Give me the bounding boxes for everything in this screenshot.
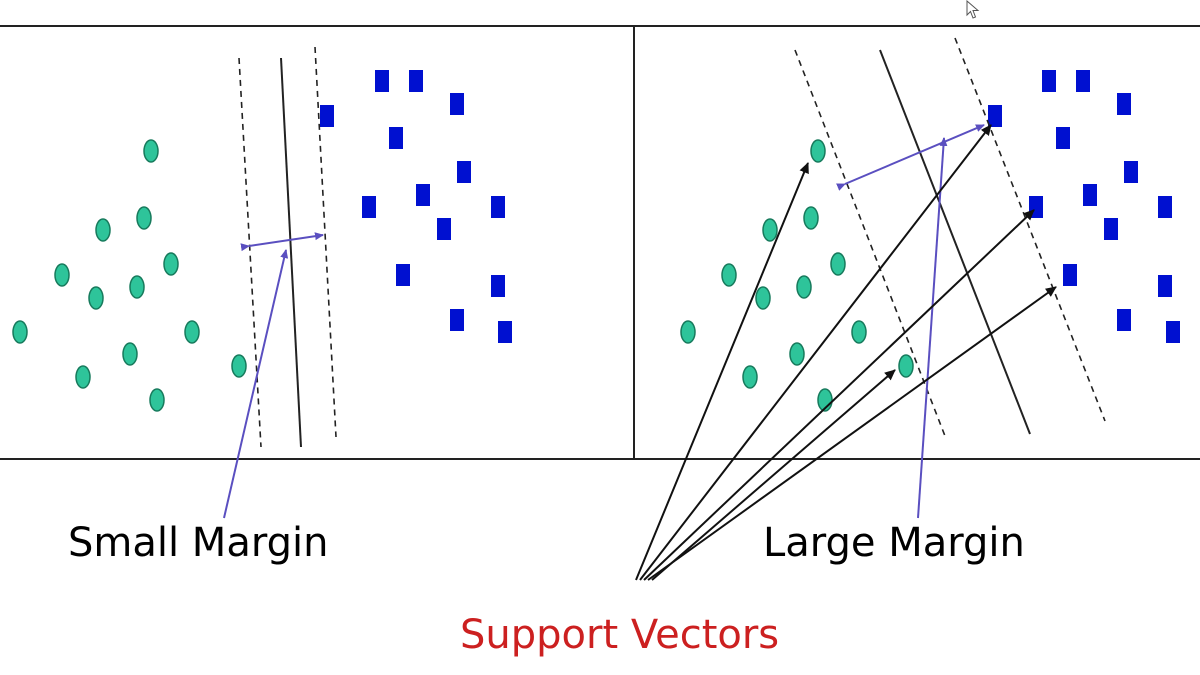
data-point-circle xyxy=(231,354,247,378)
data-point-circle xyxy=(95,218,111,242)
data-point-circle xyxy=(54,263,70,287)
right-panel xyxy=(680,37,1180,519)
data-point-square xyxy=(1083,184,1097,206)
support-vector-arrow xyxy=(651,369,896,581)
data-point-square xyxy=(375,70,389,92)
left-margin-line-1 xyxy=(238,57,262,448)
right-margin-line-2 xyxy=(954,37,1106,422)
data-point-square xyxy=(1158,275,1172,297)
data-point-circle xyxy=(742,365,758,389)
data-point-square xyxy=(457,161,471,183)
support-vector-arrow xyxy=(635,162,809,581)
right-square-class xyxy=(988,70,1180,343)
support-vector-arrows xyxy=(635,124,1057,581)
data-point-circle xyxy=(810,139,826,163)
data-point-circle xyxy=(851,320,867,344)
data-point-circle xyxy=(129,275,145,299)
data-point-square xyxy=(450,93,464,115)
left-margin-arrow xyxy=(240,232,324,252)
small-margin-pointer xyxy=(223,249,289,519)
support-vectors-label: Support Vectors xyxy=(460,612,780,658)
left-panel xyxy=(12,46,512,519)
data-point-square xyxy=(409,70,423,92)
support-vector-arrow xyxy=(639,124,992,581)
right-margin-line-1 xyxy=(794,49,946,437)
large-margin-pointer xyxy=(917,137,948,519)
data-point-square xyxy=(389,127,403,149)
large-margin-label: Large Margin xyxy=(763,520,1025,566)
data-point-circle xyxy=(796,275,812,299)
data-point-circle xyxy=(762,218,778,242)
data-point-square xyxy=(1124,161,1138,183)
data-point-circle xyxy=(830,252,846,276)
data-point-square xyxy=(450,309,464,331)
data-point-square xyxy=(1104,218,1118,240)
data-point-circle xyxy=(12,320,28,344)
data-point-square xyxy=(1029,196,1043,218)
data-point-circle xyxy=(163,252,179,276)
data-point-circle xyxy=(898,354,914,378)
data-point-circle xyxy=(136,206,152,230)
support-vector-arrow xyxy=(647,286,1057,581)
right-circle-class xyxy=(680,139,914,412)
data-point-square xyxy=(1117,309,1131,331)
data-point-circle xyxy=(721,263,737,287)
data-point-square xyxy=(1166,321,1180,343)
data-point-circle xyxy=(184,320,200,344)
data-point-square xyxy=(320,105,334,127)
small-margin-label: Small Margin xyxy=(68,520,329,566)
data-point-circle xyxy=(88,286,104,310)
data-point-circle xyxy=(149,388,165,412)
data-point-square xyxy=(988,105,1002,127)
data-point-square xyxy=(498,321,512,343)
data-point-circle xyxy=(680,320,696,344)
data-point-circle xyxy=(803,206,819,230)
data-point-circle xyxy=(143,139,159,163)
right-margin-arrow xyxy=(836,124,985,191)
data-point-square xyxy=(416,184,430,206)
mouse-cursor-icon xyxy=(966,0,980,19)
data-point-square xyxy=(1076,70,1090,92)
data-point-circle xyxy=(789,342,805,366)
right-decision-boundary xyxy=(879,49,1031,435)
data-point-square xyxy=(491,275,505,297)
data-point-circle xyxy=(75,365,91,389)
data-point-square xyxy=(1042,70,1056,92)
data-point-square xyxy=(437,218,451,240)
data-point-square xyxy=(1056,127,1070,149)
data-point-square xyxy=(1158,196,1172,218)
data-point-square xyxy=(1063,264,1077,286)
support-vector-arrow xyxy=(643,209,1035,581)
data-point-square xyxy=(396,264,410,286)
left-square-class xyxy=(320,70,512,343)
data-point-square xyxy=(491,196,505,218)
data-point-circle xyxy=(755,286,771,310)
data-point-square xyxy=(1117,93,1131,115)
left-decision-boundary xyxy=(280,57,302,448)
data-point-circle xyxy=(122,342,138,366)
data-point-square xyxy=(362,196,376,218)
left-circle-class xyxy=(12,139,247,412)
